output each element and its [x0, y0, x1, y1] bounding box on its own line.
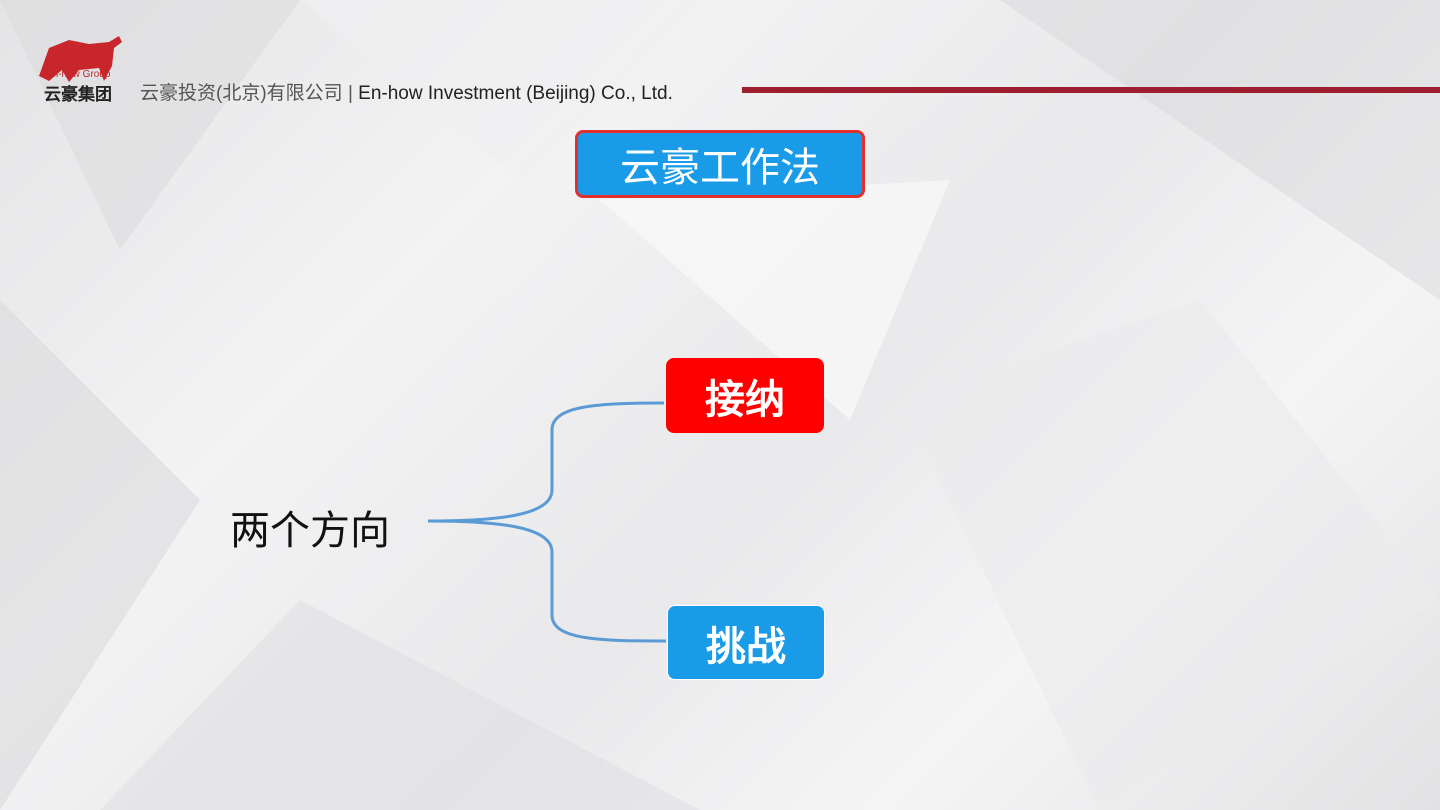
root-label: 两个方向	[230, 508, 390, 554]
company-name: 云豪投资(北京)有限公司 | En-how Investment (Beijin…	[140, 78, 673, 105]
header-rule	[742, 87, 1440, 93]
logo-chinese: 云豪集团	[44, 85, 112, 105]
branch-challenge: 挑战	[667, 605, 825, 680]
bull-logo-icon	[39, 36, 122, 82]
page-title: 云豪工作法	[575, 130, 865, 198]
separator: |	[347, 83, 353, 104]
company-name-cn: 云豪投资(北京)有限公司	[140, 83, 343, 104]
branch-accept: 接纳	[666, 358, 824, 433]
logo-english: En-how Group	[46, 69, 111, 80]
company-name-en: En-how Investment (Beijing) Co., Ltd.	[358, 83, 673, 104]
